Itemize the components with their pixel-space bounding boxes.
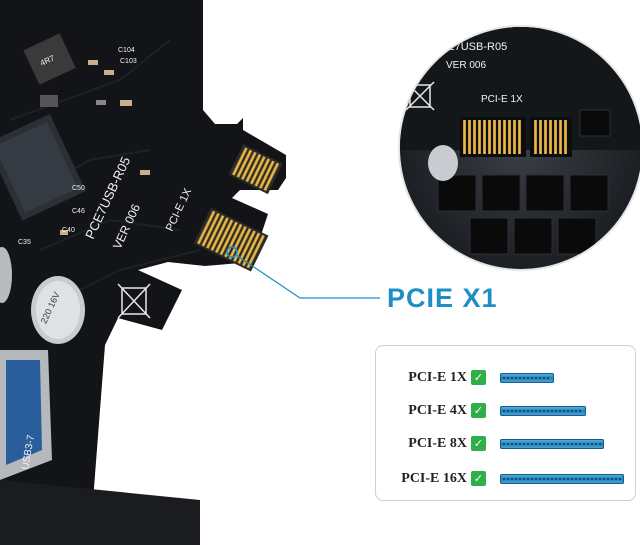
cap-label-5: C103 bbox=[120, 58, 137, 65]
chip-ic bbox=[0, 113, 86, 221]
check-icon: ✓ bbox=[471, 471, 486, 486]
zoom-inset: PCE7USB-R05 VER 006 PCI-E 1X bbox=[398, 25, 640, 271]
compat-row-label: PCI-E 1X bbox=[408, 370, 467, 385]
compat-row-label: PCI-E 16X bbox=[401, 471, 467, 486]
slot-8x-icon bbox=[500, 439, 604, 449]
cap-label-0: C50 bbox=[72, 185, 85, 192]
compat-row-8x: PCI-E 8X ✓ bbox=[376, 434, 637, 458]
capacitor: 220 16V bbox=[31, 276, 85, 344]
smd-components bbox=[40, 60, 150, 235]
inductor-chip: 4R7 bbox=[23, 33, 76, 85]
slot-16x-icon bbox=[500, 474, 624, 484]
cap-label-3: C35 bbox=[18, 239, 31, 246]
cap-label-4: C104 bbox=[118, 47, 135, 54]
zoom-model-label: PCE7USB-R05 bbox=[432, 41, 507, 53]
compat-row-1x: PCI-E 1X ✓ bbox=[376, 368, 637, 392]
cap-label-1: C46 bbox=[72, 208, 85, 215]
slot-4x-icon bbox=[500, 406, 586, 416]
compat-row-label: PCI-E 4X bbox=[408, 403, 467, 418]
capacitor-edge bbox=[0, 247, 12, 303]
zoom-version-label: VER 006 bbox=[446, 60, 486, 71]
compat-row-label: PCI-E 8X bbox=[408, 436, 467, 451]
callout-leader bbox=[226, 246, 380, 299]
compat-row-16x: PCI-E 16X ✓ bbox=[376, 469, 637, 493]
cap-label-2: C40 bbox=[62, 227, 75, 234]
compat-row-4x: PCI-E 4X ✓ bbox=[376, 401, 637, 425]
callout-label: PCIE X1 bbox=[387, 283, 498, 313]
check-icon: ✓ bbox=[471, 370, 486, 385]
recycle-bin-icon bbox=[117, 283, 151, 319]
compatibility-table: PCI-E 1X ✓ PCI-E 4X ✓ PCI-E 8X ✓ PCI-E 1… bbox=[375, 345, 636, 501]
edge-connector-fingers bbox=[193, 144, 283, 272]
check-icon: ✓ bbox=[471, 436, 486, 451]
check-icon: ✓ bbox=[471, 403, 486, 418]
zoom-slot-label: PCI-E 1X bbox=[481, 94, 523, 105]
usb-port bbox=[0, 350, 200, 545]
slot-1x-icon bbox=[500, 373, 554, 383]
